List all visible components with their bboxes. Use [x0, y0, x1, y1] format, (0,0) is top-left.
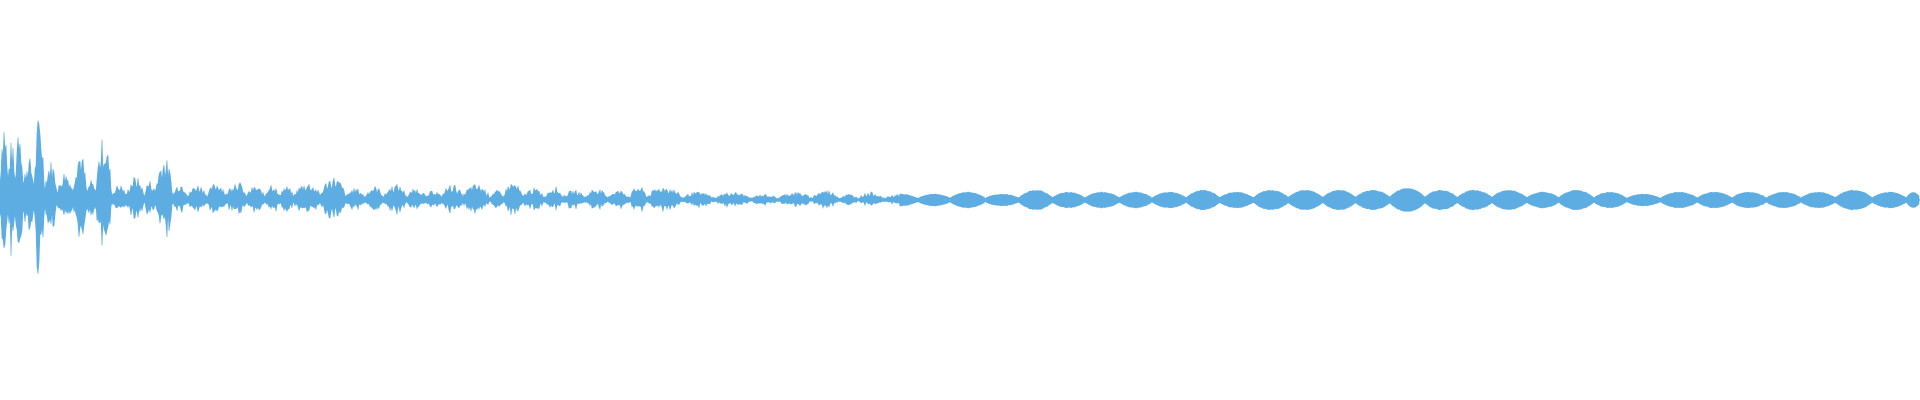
waveform-envelope: [0, 120, 1920, 274]
